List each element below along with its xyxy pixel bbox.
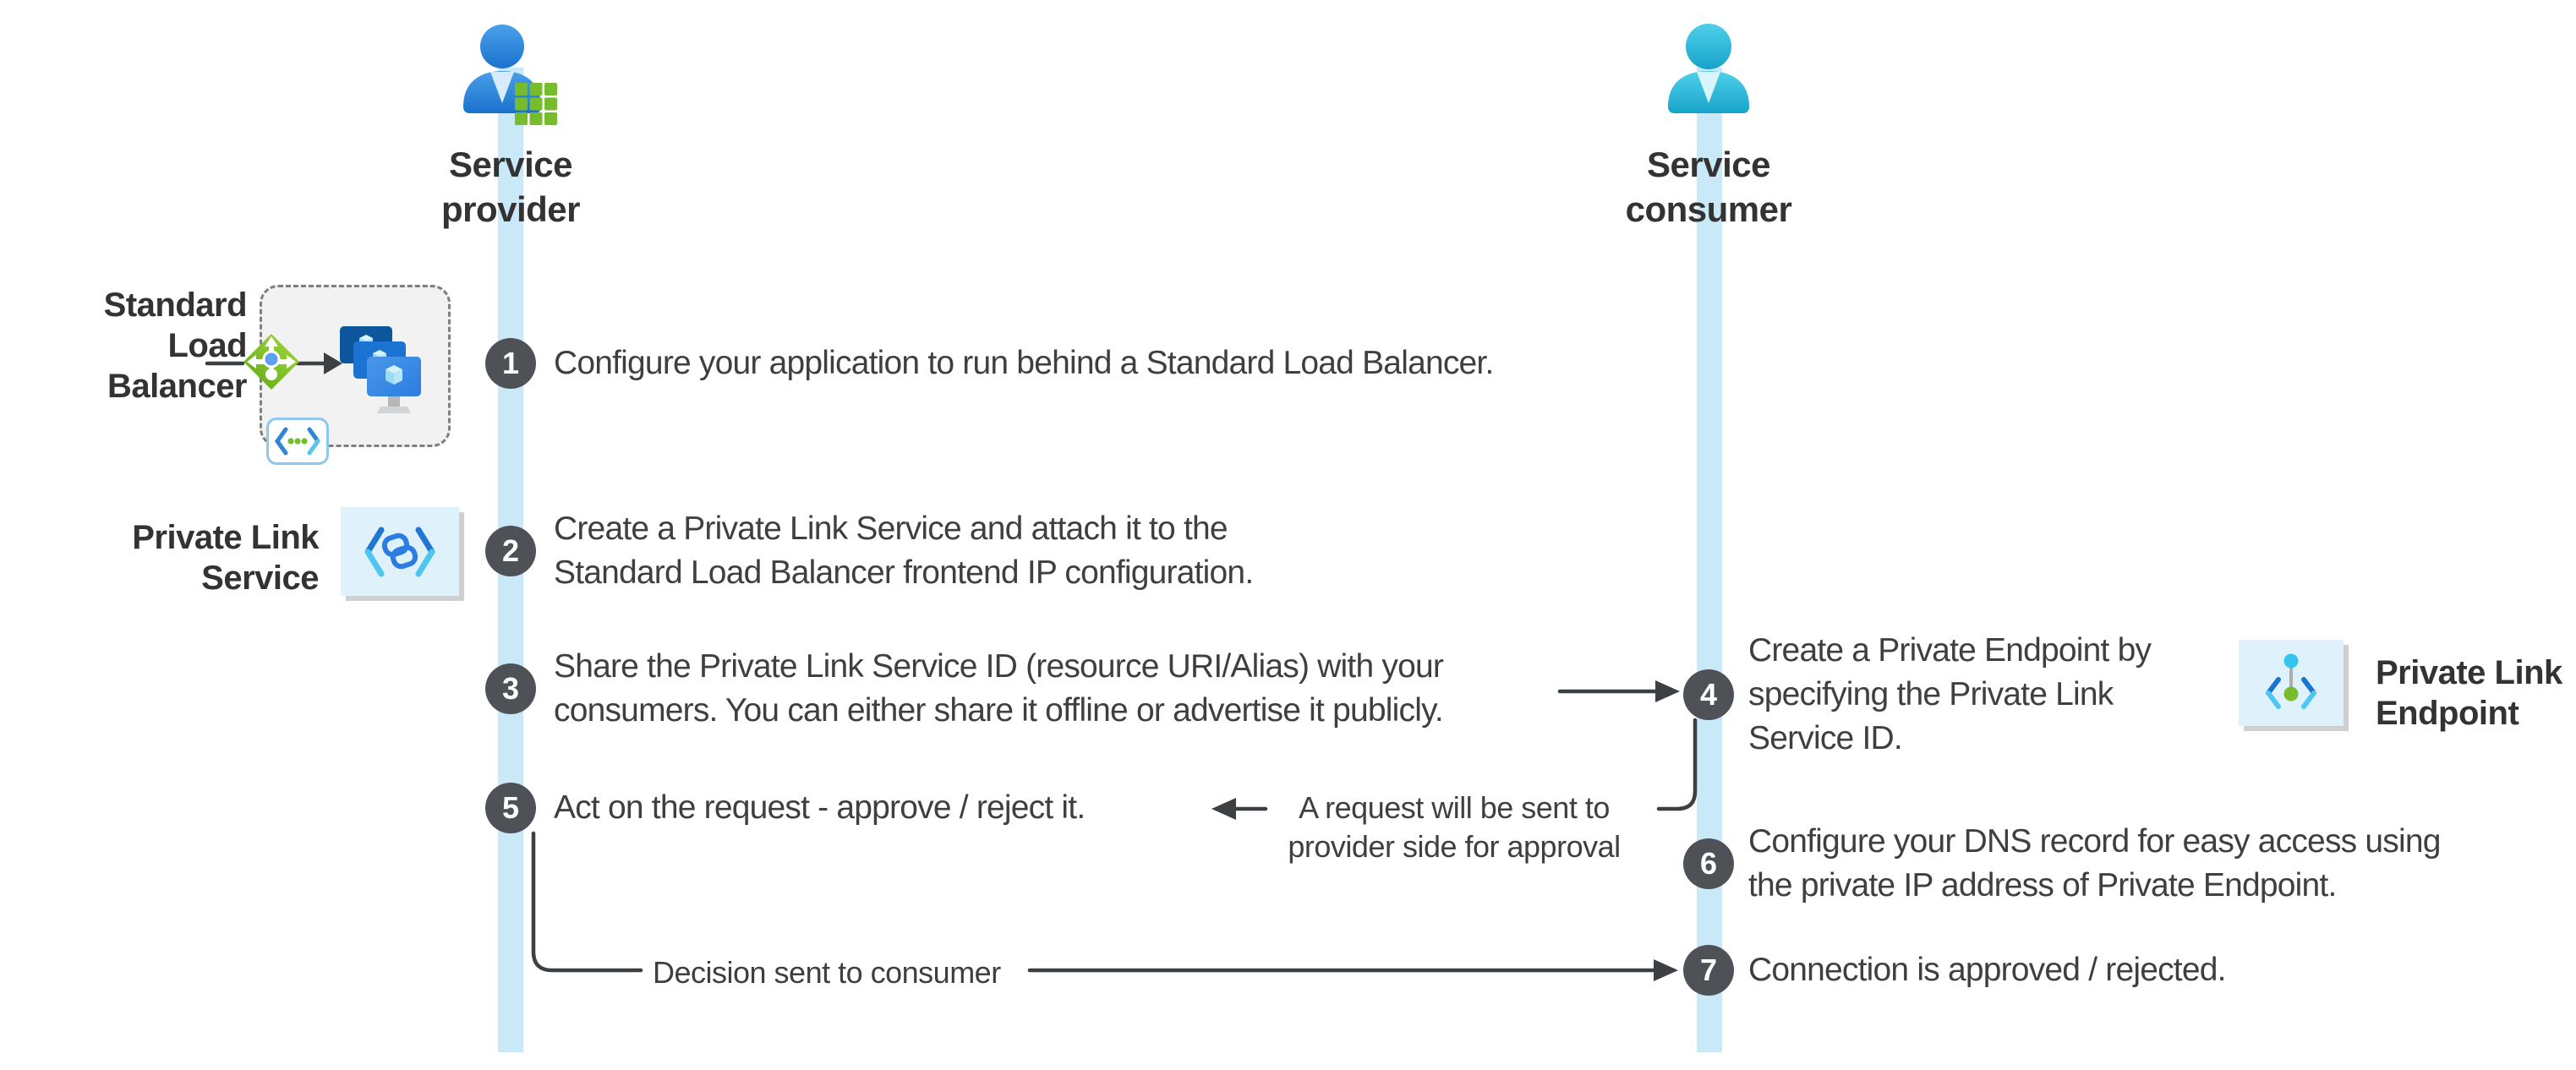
step-text-1: Configure your application to run behind… xyxy=(554,345,1494,381)
decision-arrowhead xyxy=(1654,959,1678,981)
step-circle-5: 5 xyxy=(485,783,536,833)
consumer-person-icon xyxy=(1668,24,1749,113)
step-circle-1: 1 xyxy=(485,338,536,389)
private-link-service-glyph xyxy=(364,527,435,576)
request-elbow-connector xyxy=(1656,718,1698,811)
pls-label: Private Link Service xyxy=(132,519,319,597)
decision-elbow-connector xyxy=(531,831,643,973)
step-circle-3: 3 xyxy=(485,663,536,714)
step-circle-6: 6 xyxy=(1683,838,1734,889)
step-circle-7: 7 xyxy=(1683,945,1734,996)
private-link-service-icon xyxy=(341,507,459,596)
step-text-2: Create a Private Link Service and attach… xyxy=(554,510,1254,591)
provider-person-grid-icon xyxy=(463,25,557,125)
step3-to-step4-arrowhead xyxy=(1655,680,1680,702)
virtual-network-icon xyxy=(266,418,329,465)
step-circle-2: 2 xyxy=(485,526,536,576)
step-text-7: Connection is approved / rejected. xyxy=(1748,952,2226,988)
decision-annotation: Decision sent to consumer xyxy=(653,955,1001,990)
step-text-6: Configure your DNS record for easy acces… xyxy=(1748,823,2441,903)
slb-label: Standard Load Balancer xyxy=(103,287,248,405)
request-annotation: A request will be sent to provider side … xyxy=(1288,790,1621,864)
virtual-network-glyph xyxy=(274,427,320,456)
provider-lane-label: Service provider xyxy=(440,145,581,229)
load-balancer-diamond-icon xyxy=(243,334,299,390)
private-link-endpoint-glyph xyxy=(2266,653,2316,709)
step-text-5: Act on the request - approve / reject it… xyxy=(554,789,1086,826)
private-link-endpoint-icon xyxy=(2239,640,2344,726)
consumer-lane-label: Service consumer xyxy=(1625,145,1792,229)
grid-icon xyxy=(515,83,557,125)
step-text-3: Share the Private Link Service ID (resou… xyxy=(554,648,1444,729)
virtual-machines-stack-icon xyxy=(340,326,421,413)
step-text-4: Create a Private Endpoint by specifying … xyxy=(1748,632,2152,756)
request-arrowhead xyxy=(1211,798,1236,820)
step-circle-4: 4 xyxy=(1683,669,1734,720)
ple-label: Private Link Endpoint xyxy=(2376,654,2562,732)
